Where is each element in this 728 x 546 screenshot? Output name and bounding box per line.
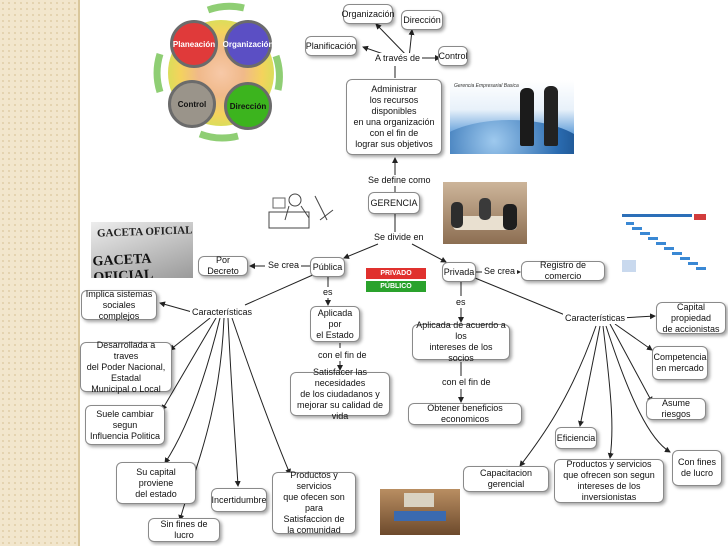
meeting-person-2 <box>479 198 491 220</box>
cycle-planeacion: Planeación <box>170 20 218 68</box>
node-productos-privada: Productos y servicios que ofrecen son se… <box>554 459 664 503</box>
node-con-fines-lucro: Con fines de lucro <box>672 450 722 486</box>
meeting-person-1 <box>451 202 463 228</box>
node-sin-fines-lucro: Sin fines de lucro <box>148 518 220 542</box>
businessman-1-figure <box>520 88 534 146</box>
label-publica-caracteristicas: Características <box>190 307 255 318</box>
node-registro-comercio: Registro de comercio <box>521 260 605 281</box>
node-capital-estado: Su capital proviene del estado <box>116 462 196 504</box>
office-sketch-icon <box>268 193 334 229</box>
cycle-organizacion: Organización <box>222 20 274 68</box>
meeting-room-photo <box>380 489 460 535</box>
business-people-photo: Gerencia Empresarial Basica <box>450 80 574 154</box>
staircase-graphic <box>620 212 712 276</box>
node-asume-riesgos: Asume riesgos <box>646 398 706 420</box>
side-stripe-edge <box>78 0 80 546</box>
node-competencia: Competencia en mercado <box>652 346 708 380</box>
node-publica: Pública <box>310 257 345 277</box>
meeting-table-shape <box>453 216 517 230</box>
legend-privado: PRIVADO <box>366 268 426 279</box>
node-eficiencia: Eficiencia <box>555 427 597 449</box>
node-por-decreto: Por Decreto <box>198 255 248 276</box>
node-capacitacion-gerencial: Capacitacion gerencial <box>463 466 549 492</box>
node-satisfacer: Satisfacer las necesidades de los ciudad… <box>290 367 390 421</box>
cycle-planeacion-label: Planeación <box>172 39 216 49</box>
node-control: Control <box>438 46 468 66</box>
node-aplicada-socios: Aplicada de acuerdo a los intereses de l… <box>412 320 510 363</box>
meeting-room-table <box>394 511 446 521</box>
meeting-photo <box>443 182 527 244</box>
node-capital-accionistas: Capital propiedad de accionistas <box>656 302 726 334</box>
label-publica-se-crea: Se crea <box>266 260 302 271</box>
node-administrar: Administrar los recursos disponibles en … <box>346 79 442 155</box>
node-obtener-beneficios: Obtener beneficios economicos <box>408 403 522 425</box>
label-privada-con-el-fin-de: con el fin de <box>440 377 493 388</box>
cycle-control-label: Control <box>177 99 207 109</box>
cycle-direccion-label: Dirección <box>229 101 267 111</box>
label-privada-es: es <box>454 297 468 308</box>
cycle-organizacion-label: Organización <box>222 39 274 49</box>
management-cycle-graphic: Planeación Organización Control Direcció… <box>148 2 294 142</box>
photo-caption: Gerencia Empresarial Basica <box>454 83 519 89</box>
cycle-control: Control <box>168 80 216 128</box>
label-se-divide-en: Se divide en <box>372 232 426 243</box>
businessman-2-figure <box>544 86 558 146</box>
label-a-traves-de: A través de <box>373 53 423 64</box>
decorative-side-stripe <box>0 0 78 546</box>
node-direccion: Dirección <box>401 10 443 30</box>
node-organizacion: Organización <box>341 4 395 24</box>
meeting-room-screen <box>404 493 434 507</box>
meeting-person-3 <box>503 204 517 230</box>
office-sketch-image <box>265 190 335 234</box>
gaceta-oficial-newspaper-image: GACETA OFICIAL GACETA OFICIAL <box>91 222 193 278</box>
node-gerencia: GERENCIA <box>368 192 420 214</box>
cycle-direccion: Dirección <box>224 82 272 130</box>
label-publica-con-el-fin-de: con el fin de <box>316 350 369 361</box>
node-implica: Implica sistemas sociales complejos <box>81 289 157 321</box>
label-privada-caracteristicas: Características <box>563 313 628 324</box>
cycle-arrows-icon <box>153 2 283 142</box>
newspaper-title-2: GACETA OFICIAL <box>92 251 154 278</box>
node-desarrollada: Desarrollada a traves del Poder Nacional… <box>80 340 172 394</box>
newspaper-title-1: GACETA OFICIAL <box>96 224 193 240</box>
node-productos-publica: Productos y servicios que ofecen son par… <box>272 470 356 535</box>
node-incertidumbre: Incertidumbre <box>211 488 267 512</box>
node-planificacion: Planificación <box>305 36 357 56</box>
staircase-icon <box>622 214 706 272</box>
label-publica-es: es <box>321 287 335 298</box>
node-privada: Privada <box>442 262 476 282</box>
node-aplicada-estado: Aplicada por el Estado <box>310 306 360 342</box>
node-suele-cambiar: Suele cambiar segun Influencia Politica <box>85 405 165 445</box>
label-privada-se-crea: Se crea <box>482 266 518 277</box>
legend-publico: PÚBLICO <box>366 281 426 292</box>
label-se-define-como: Se define como <box>366 175 433 186</box>
